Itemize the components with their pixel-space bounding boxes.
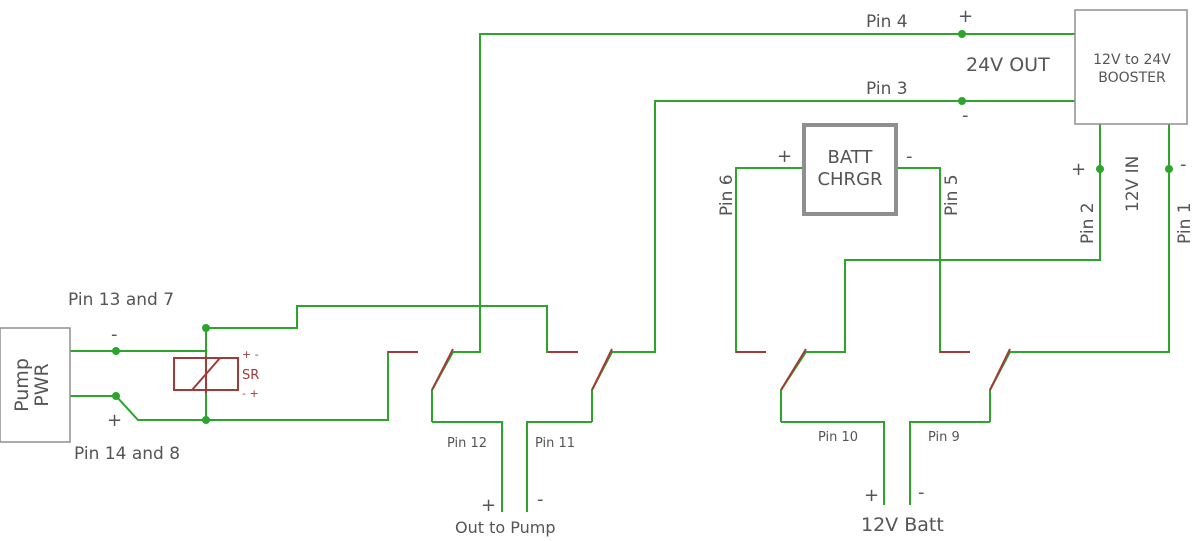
junction-pin2 xyxy=(1096,165,1104,173)
polarity-signs: + - + - + - - + + - + - xyxy=(107,6,1187,516)
charger-line2: CHRGR xyxy=(817,169,882,190)
junction-pump-plus xyxy=(112,392,120,400)
charger-box: BATT CHRGR xyxy=(802,123,898,216)
pin4-label: Pin 4 xyxy=(866,12,908,32)
switch11-blade xyxy=(591,348,613,391)
relay-sr: SR + - - + xyxy=(173,348,259,400)
junction-relay-bottom xyxy=(202,416,210,424)
sign-pin4-plus: + xyxy=(958,6,973,27)
wire-pump-minus xyxy=(70,305,578,353)
pin3-label: Pin 3 xyxy=(866,79,908,99)
sign-pump-plus: + xyxy=(107,410,122,431)
pin1-label: Pin 1 xyxy=(1175,202,1195,244)
pin10-label: Pin 10 xyxy=(818,430,858,445)
sign-batt-minus: - xyxy=(918,482,925,503)
pin11-label: Pin 11 xyxy=(535,436,575,451)
sign-pin3-minus: - xyxy=(962,105,969,126)
sign-charger-plus: + xyxy=(777,146,792,167)
junctions xyxy=(112,30,1173,424)
out24-label: 24V OUT xyxy=(966,54,1050,76)
wire-pin6 xyxy=(735,167,804,353)
other-labels: 24V OUT Out to Pump 12V Batt xyxy=(455,54,1050,537)
sign-out-plus: + xyxy=(481,495,496,516)
pin9-label: Pin 9 xyxy=(928,430,960,445)
junction-relay-top xyxy=(202,324,210,332)
pump-line1: Pump xyxy=(11,358,33,412)
junction-pump-minus xyxy=(112,347,120,355)
switch-contacts xyxy=(388,348,1011,391)
junction-pin3 xyxy=(958,97,966,105)
junction-pin1 xyxy=(1165,165,1173,173)
in12-label: 12V IN xyxy=(1123,156,1143,212)
pin13-7-label: Pin 13 and 7 xyxy=(68,290,174,310)
booster-line2: BOOSTER xyxy=(1098,70,1166,86)
booster-box: 12V to 24V BOOSTER xyxy=(1074,9,1188,125)
wire-pin10-batt xyxy=(781,421,885,505)
sign-pin1-minus: - xyxy=(1180,154,1187,175)
charger-line1: BATT xyxy=(828,147,874,168)
switch9-blade xyxy=(989,348,1011,391)
booster-line1: 12V to 24V xyxy=(1093,52,1171,68)
junction-pin4 xyxy=(958,30,966,38)
relay-label: SR xyxy=(242,368,259,383)
sign-batt-plus: + xyxy=(864,485,879,506)
wire-pin4 xyxy=(431,33,1075,422)
pin2-label: Pin 2 xyxy=(1078,202,1098,244)
sign-pump-minus: - xyxy=(111,324,118,345)
relay-bottom-polarity: - + xyxy=(242,387,259,400)
wire-pump-plus xyxy=(70,351,418,421)
sign-out-minus: - xyxy=(537,489,544,510)
pin6-label: Pin 6 xyxy=(717,174,737,216)
batt12-label: 12V Batt xyxy=(861,514,944,536)
pin14-8-label: Pin 14 and 8 xyxy=(74,444,180,464)
sign-charger-minus: - xyxy=(906,146,913,167)
wire-pin12-out xyxy=(432,421,503,512)
pump-line2: PWR xyxy=(31,363,53,406)
wires xyxy=(70,33,1170,512)
wire-pin3 xyxy=(591,100,1075,422)
pump-box: Pump PWR xyxy=(0,327,71,443)
switch10-blade xyxy=(780,348,807,391)
wire-pin11-out xyxy=(526,421,592,512)
wire-pin9-batt xyxy=(909,421,990,505)
wire-pin1 xyxy=(989,124,1170,422)
pin5-label: Pin 5 xyxy=(942,174,962,216)
out-pump-label: Out to Pump xyxy=(455,518,556,537)
sign-pin2-plus: + xyxy=(1071,159,1086,180)
pin-labels: Pin 4 Pin 3 Pin 13 and 7 Pin 14 and 8 Pi… xyxy=(68,12,1195,464)
pin12-label: Pin 12 xyxy=(447,436,487,451)
relay-top-polarity: + - xyxy=(242,348,259,361)
switch12-blade xyxy=(431,348,454,391)
